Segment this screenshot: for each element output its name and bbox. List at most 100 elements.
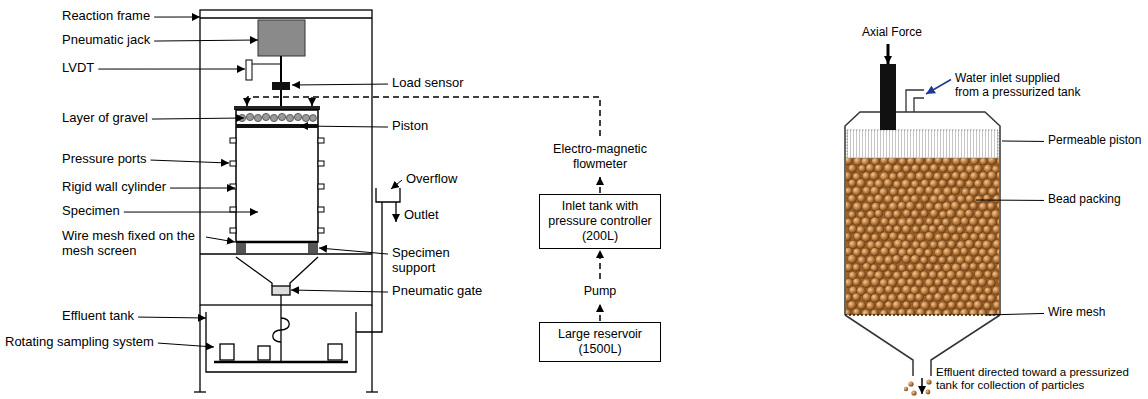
pneumatic-jack xyxy=(258,20,305,106)
bead xyxy=(952,309,960,315)
part-label: Pneumatic gate xyxy=(392,284,482,299)
bead xyxy=(930,301,938,309)
bead xyxy=(916,218,924,226)
particles xyxy=(926,379,931,384)
bead xyxy=(979,218,988,227)
node-text: Electro-magnetic flowmeter xyxy=(544,142,656,172)
bead xyxy=(871,278,880,287)
bead xyxy=(938,256,946,264)
bead xyxy=(984,287,992,295)
bead xyxy=(951,278,959,286)
bead xyxy=(870,217,879,226)
bead xyxy=(884,256,893,265)
part-label: Specimen support xyxy=(392,246,458,276)
particles xyxy=(911,390,916,395)
bead xyxy=(857,194,865,202)
effluent-tank xyxy=(220,344,234,360)
bead xyxy=(925,263,933,271)
bead xyxy=(853,217,862,226)
bead xyxy=(948,301,956,309)
bead xyxy=(934,248,943,257)
bead xyxy=(930,164,939,173)
reaction-frame xyxy=(194,391,206,392)
bead xyxy=(951,201,960,210)
bead xyxy=(960,308,969,315)
bead xyxy=(993,301,999,309)
bead xyxy=(942,278,950,286)
part-label: Wire mesh xyxy=(1048,306,1105,320)
bead xyxy=(925,232,934,241)
leader-line xyxy=(300,126,388,127)
pressure-ports xyxy=(230,138,324,233)
bead xyxy=(942,232,950,240)
bead xyxy=(889,202,898,211)
bead xyxy=(973,300,982,309)
bead xyxy=(854,233,862,241)
bead xyxy=(969,217,978,226)
funnel-and-gate xyxy=(272,286,290,295)
bead xyxy=(980,158,988,165)
bead xyxy=(902,225,911,234)
part-label: Layer of gravel xyxy=(62,111,148,126)
part-label: Overflow xyxy=(406,172,457,187)
bead xyxy=(861,248,870,257)
bead xyxy=(911,210,919,218)
bead xyxy=(924,249,932,257)
leader-line xyxy=(170,188,235,189)
flow-connector xyxy=(599,177,601,193)
bead xyxy=(863,263,871,271)
piston-rod xyxy=(880,64,896,130)
bead xyxy=(970,247,979,256)
pressure-ports xyxy=(318,138,324,143)
effluent-tank xyxy=(328,344,342,360)
bead xyxy=(875,255,884,264)
overflow-outlet xyxy=(395,202,396,222)
pneumatic-jack xyxy=(280,90,282,106)
bead xyxy=(853,202,862,211)
bead xyxy=(934,279,942,287)
bead xyxy=(969,309,978,315)
reaction-frame xyxy=(371,305,372,392)
bead xyxy=(947,240,955,248)
bead xyxy=(862,172,870,180)
gravel-layer xyxy=(246,113,253,120)
bead xyxy=(983,302,991,310)
pneumatic-jack xyxy=(280,56,282,82)
part-label: Specimen xyxy=(62,204,120,219)
bead xyxy=(925,171,934,180)
bead xyxy=(846,263,853,272)
force-arrow xyxy=(887,44,890,64)
effluent-tank xyxy=(214,361,348,364)
bead xyxy=(961,217,969,225)
overflow-outlet xyxy=(356,202,382,332)
bead xyxy=(993,180,999,188)
bead xyxy=(960,248,968,256)
bead xyxy=(920,210,928,218)
bead xyxy=(974,270,983,279)
bead xyxy=(970,158,979,165)
part-label: Water inlet supplied from a pressurized … xyxy=(955,72,1085,100)
bead xyxy=(996,263,999,271)
bead xyxy=(920,164,929,173)
bead xyxy=(884,179,893,188)
bead xyxy=(920,271,928,279)
bead xyxy=(947,256,955,264)
permeable-piston xyxy=(847,130,998,158)
bead xyxy=(961,294,970,303)
leader-line xyxy=(151,160,229,163)
bead xyxy=(881,218,889,226)
bead xyxy=(926,217,934,225)
leader-line xyxy=(124,212,258,213)
bead xyxy=(974,210,983,219)
bead xyxy=(938,225,946,233)
bead xyxy=(925,186,934,195)
bead xyxy=(884,164,893,173)
flow-connector xyxy=(599,304,601,321)
part-label: Pressure ports xyxy=(62,152,147,167)
bead xyxy=(939,165,947,173)
bead xyxy=(956,270,965,279)
bead xyxy=(983,194,991,202)
part-label: LVDT xyxy=(62,61,94,76)
bead xyxy=(871,309,879,315)
